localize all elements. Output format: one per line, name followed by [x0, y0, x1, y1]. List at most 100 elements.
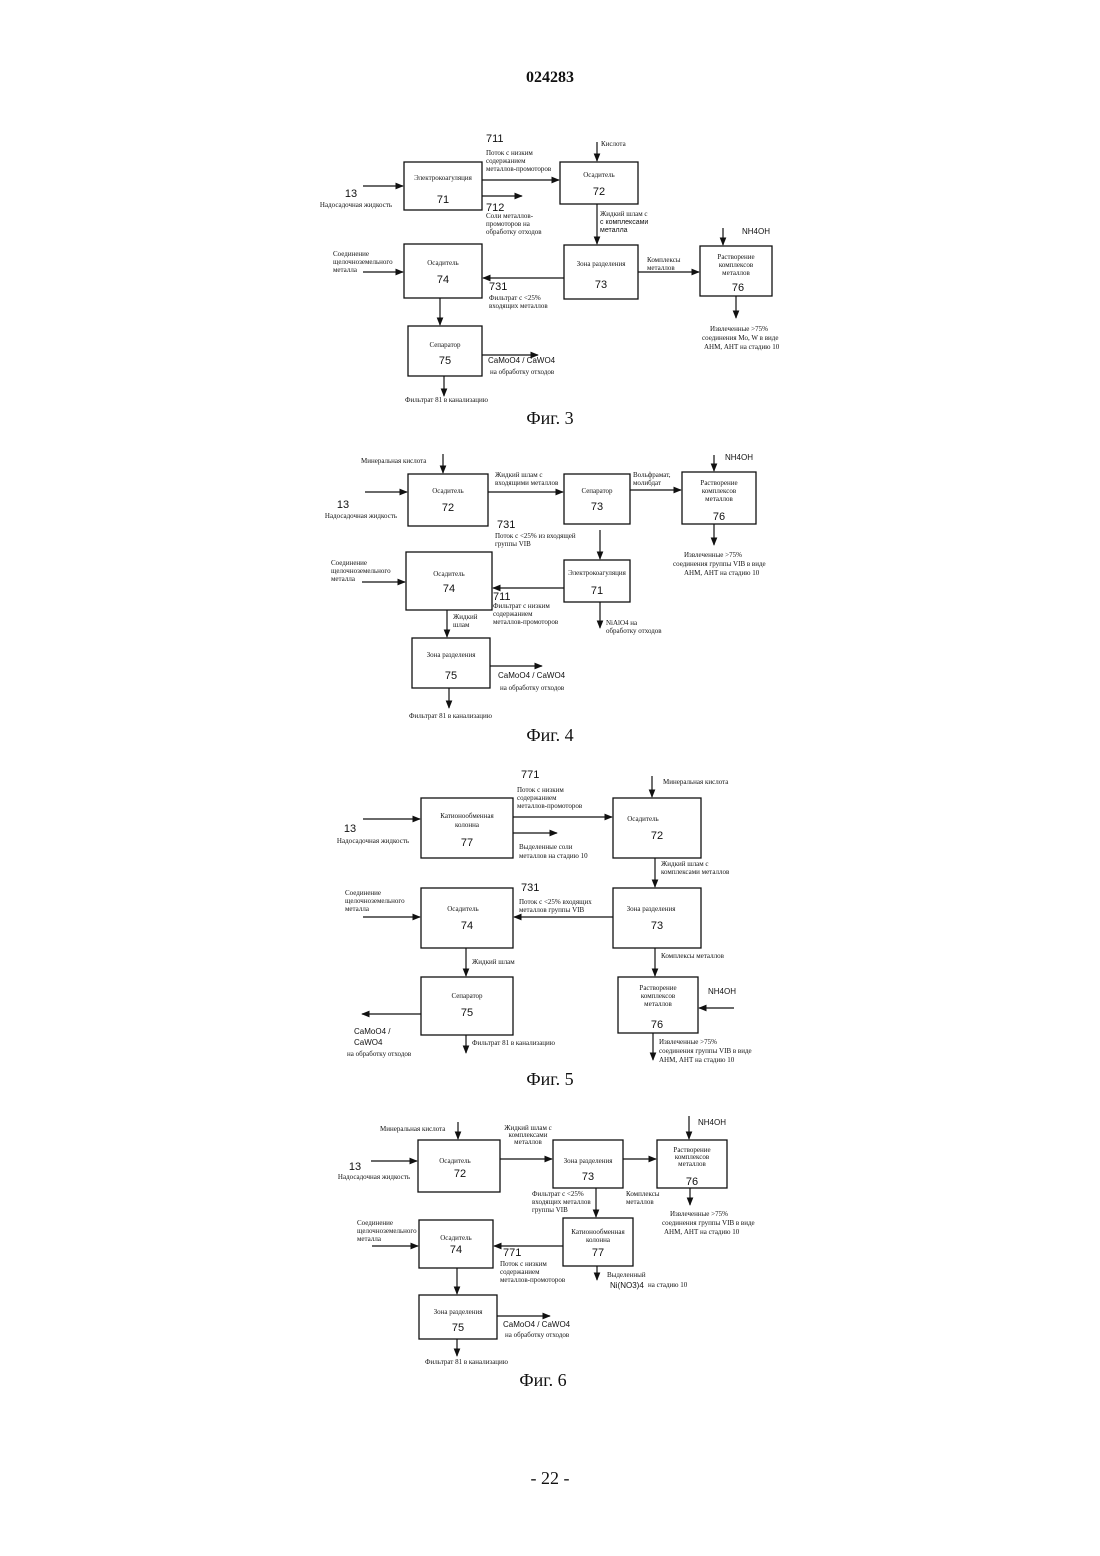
svg-text:Минеральная кислота: Минеральная кислота: [663, 778, 729, 786]
box-71-label: Электрокоагуляция: [414, 174, 473, 182]
svg-text:Жидкий шлам с: Жидкий шлам с: [600, 210, 648, 218]
svg-text:Фильтрат с <25%: Фильтрат с <25%: [489, 294, 541, 302]
svg-text:Поток с низким: Поток с низким: [517, 786, 564, 794]
svg-text:711: 711: [486, 133, 504, 145]
box-75-separator: [408, 326, 482, 376]
box-74-settler: [421, 888, 513, 948]
svg-text:Извлеченные >75%: Извлеченные >75%: [659, 1038, 717, 1046]
svg-text:молибдат: молибдат: [633, 479, 661, 487]
svg-text:Извлеченные >75%: Извлеченные >75%: [710, 325, 768, 333]
svg-text:NH4OH: NH4OH: [708, 987, 736, 996]
svg-text:CaMoO4 / CaWO4: CaMoO4 / CaWO4: [498, 671, 566, 680]
svg-text:Поток с низким: Поток с низким: [486, 149, 533, 157]
svg-text:13: 13: [344, 823, 356, 835]
svg-text:74: 74: [443, 583, 455, 595]
svg-text:NH4OH: NH4OH: [742, 227, 770, 236]
svg-text:содержанием: содержанием: [486, 157, 526, 165]
box-76-number: 76: [732, 282, 744, 294]
figure-3: Электрокоагуляция 71 Осадитель 72 Зона р…: [320, 133, 780, 428]
svg-text:76: 76: [686, 1176, 698, 1188]
svg-text:металлов-промоторов: металлов-промоторов: [500, 1276, 566, 1284]
box-75-label: Сепаратор: [429, 341, 461, 349]
box-72-number: 72: [593, 186, 605, 198]
svg-text:на стадию 10: на стадию 10: [648, 1281, 688, 1289]
svg-text:Осадитель: Осадитель: [440, 1234, 472, 1242]
svg-text:73: 73: [651, 920, 663, 932]
box-72-label: Осадитель: [583, 171, 615, 179]
svg-text:NH4OH: NH4OH: [725, 453, 753, 462]
svg-text:73: 73: [591, 501, 603, 513]
svg-text:Соединение: Соединение: [357, 1219, 393, 1227]
svg-text:металлов-промоторов: металлов-промоторов: [493, 618, 559, 626]
svg-text:13: 13: [337, 499, 349, 511]
svg-text:75: 75: [452, 1322, 464, 1334]
svg-text:771: 771: [503, 1247, 521, 1259]
svg-text:77: 77: [461, 837, 473, 849]
svg-text:Фильтрат с низким: Фильтрат с низким: [493, 602, 550, 610]
svg-text:металла: металла: [331, 575, 356, 583]
svg-text:комплексов: комплексов: [702, 487, 737, 495]
svg-text:CaMoO4 / CaWO4: CaMoO4 / CaWO4: [488, 356, 556, 365]
svg-text:Соединение: Соединение: [333, 250, 369, 258]
svg-text:соединения Mo, W в виде: соединения Mo, W в виде: [702, 334, 778, 342]
svg-text:группы VIB: группы VIB: [495, 540, 531, 548]
svg-text:металлов: металлов: [722, 269, 750, 277]
svg-text:металлов-промоторов: металлов-промоторов: [486, 165, 552, 173]
svg-text:АНМ, АНТ на стадию 10: АНМ, АНТ на стадию 10: [659, 1056, 735, 1064]
svg-text:на обработку отходов: на обработку отходов: [347, 1050, 412, 1058]
svg-text:75: 75: [461, 1007, 473, 1019]
box-73-separation-zone: [613, 888, 701, 948]
svg-text:промоторов на: промоторов на: [486, 220, 531, 228]
svg-text:76: 76: [713, 511, 725, 523]
svg-text:металла: металла: [357, 1235, 382, 1243]
svg-text:Кислота: Кислота: [601, 140, 627, 148]
svg-text:Растворение: Растворение: [700, 479, 737, 487]
svg-text:Надосадочная жидкость: Надосадочная жидкость: [337, 837, 409, 845]
svg-text:NiAlO4 на: NiAlO4 на: [606, 619, 638, 627]
svg-text:металлов: металлов: [647, 264, 675, 272]
svg-text:комплексов: комплексов: [641, 992, 676, 1000]
svg-text:Осадитель: Осадитель: [627, 815, 659, 823]
box-75-separator: [421, 977, 513, 1035]
svg-text:Поток с <25% из входящей: Поток с <25% из входящей: [495, 532, 576, 540]
box-72-settler: [408, 474, 488, 526]
svg-text:Осадитель: Осадитель: [433, 570, 465, 578]
svg-text:металлов: металлов: [644, 1000, 672, 1008]
svg-text:колонна: колонна: [586, 1236, 611, 1244]
svg-text:72: 72: [442, 502, 454, 514]
svg-text:72: 72: [454, 1168, 466, 1180]
svg-text:77: 77: [592, 1247, 604, 1259]
svg-text:Надосадочная жидкость: Надосадочная жидкость: [338, 1173, 410, 1181]
svg-text:Растворение: Растворение: [717, 253, 754, 261]
svg-text:металлов: металлов: [626, 1198, 654, 1206]
svg-text:73: 73: [582, 1171, 594, 1183]
svg-text:на обработку отходов: на обработку отходов: [505, 1331, 570, 1339]
svg-text:CaWO4: CaWO4: [354, 1038, 383, 1047]
svg-text:Фильтрат 81 в канализацию: Фильтрат 81 в канализацию: [472, 1039, 555, 1047]
svg-text:металла: металла: [333, 266, 358, 274]
svg-text:Сепаратор: Сепаратор: [581, 487, 613, 495]
svg-text:Жидкий шлам с: Жидкий шлам с: [661, 860, 709, 868]
svg-text:АНМ, АНТ на стадию 10: АНМ, АНТ на стадию 10: [684, 569, 760, 577]
svg-text:CaMoO4 /: CaMoO4 /: [354, 1027, 391, 1036]
fig5-caption: Фиг. 5: [526, 1069, 573, 1089]
svg-text:71: 71: [591, 585, 603, 597]
svg-text:щелочноземельного: щелочноземельного: [345, 897, 405, 905]
box-74-label: Осадитель: [427, 259, 459, 267]
box-74-settler: [406, 552, 492, 610]
svg-text:Осадитель: Осадитель: [439, 1157, 471, 1165]
svg-text:Извлеченные >75%: Извлеченные >75%: [684, 551, 742, 559]
svg-text:76: 76: [651, 1019, 663, 1031]
svg-text:металла: металла: [600, 227, 628, 234]
svg-text:13: 13: [349, 1161, 361, 1173]
svg-text:72: 72: [651, 830, 663, 842]
svg-text:содержанием: содержанием: [500, 1268, 540, 1276]
svg-text:Растворение: Растворение: [639, 984, 676, 992]
svg-text:металла: металла: [345, 905, 370, 913]
svg-text:Соли металлов-: Соли металлов-: [486, 212, 534, 220]
fig3-caption: Фиг. 3: [526, 408, 573, 428]
svg-text:входящих металлов: входящих металлов: [532, 1198, 591, 1206]
svg-text:Ni(NO3)4: Ni(NO3)4: [610, 1281, 644, 1290]
svg-text:CaMoO4 / CaWO4: CaMoO4 / CaWO4: [503, 1320, 571, 1329]
svg-text:комплексов: комплексов: [719, 261, 754, 269]
